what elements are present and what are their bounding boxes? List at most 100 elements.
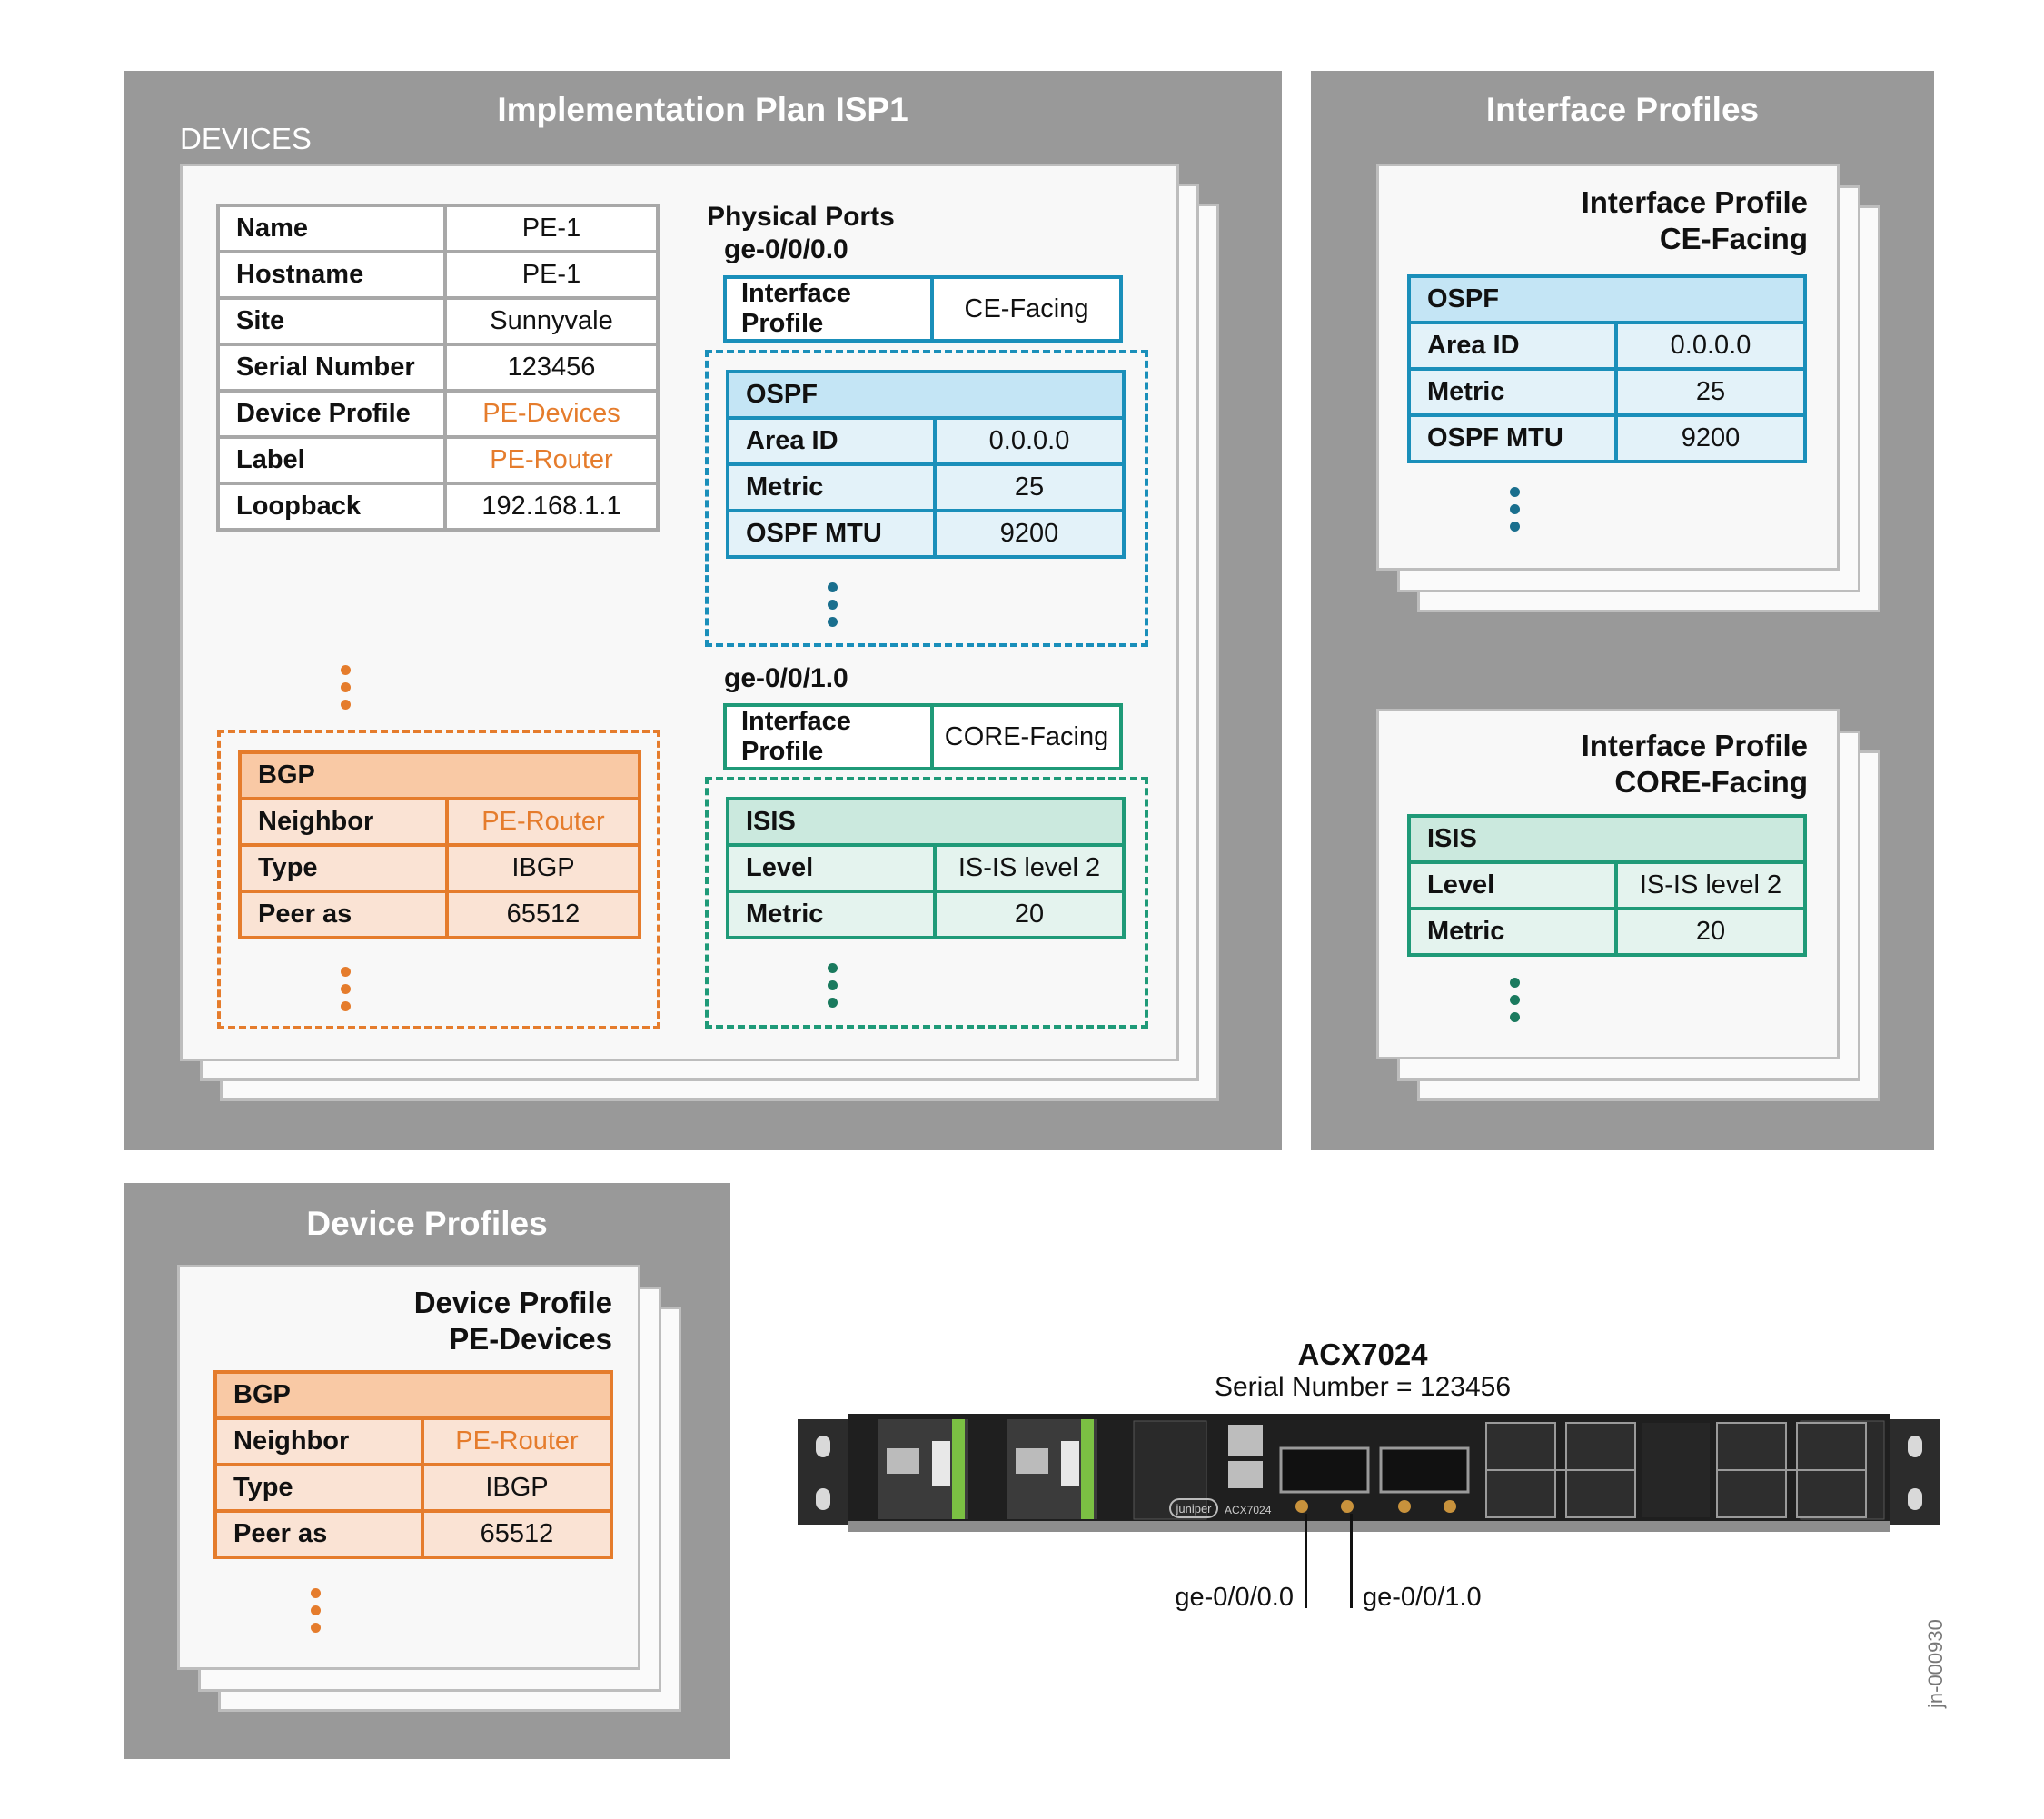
core-card-title-1: Interface Profile xyxy=(1581,729,1808,762)
port2-label: ge-0/0/1.0 xyxy=(1363,1583,1482,1612)
port1-label: ge-0/0/0.0 xyxy=(1175,1583,1294,1612)
ellipsis-icon xyxy=(341,967,352,1019)
port2-callout-line xyxy=(1350,1514,1353,1608)
ospf-value: 25 xyxy=(1614,367,1807,417)
isis-value: 20 xyxy=(1614,907,1807,957)
model-print: ACX7024 xyxy=(1225,1504,1272,1516)
ospf-value: 0.0.0.0 xyxy=(1614,321,1807,371)
isis-header: ISIS xyxy=(1407,814,1807,864)
port1-profile-value[interactable]: CE-Facing xyxy=(930,275,1123,343)
bgp-neighbor-link[interactable]: PE-Router xyxy=(445,797,641,847)
device-key: Hostname xyxy=(216,250,447,300)
device-key: Name xyxy=(216,204,447,253)
table-row: ISIS xyxy=(726,797,1126,847)
bgp-key: Type xyxy=(238,843,449,893)
port2-profile-value[interactable]: CORE-Facing xyxy=(930,703,1123,770)
device-value: PE-1 xyxy=(443,250,660,300)
bgp-value: IBGP xyxy=(421,1463,613,1513)
device-value: 192.168.1.1 xyxy=(443,482,660,532)
device-profile-link[interactable]: PE-Devices xyxy=(443,389,660,439)
physical-ports-label: Physical Ports xyxy=(707,202,895,232)
ospf-value: 9200 xyxy=(1614,413,1807,463)
ospf-key: OSPF MTU xyxy=(1407,413,1618,463)
ellipsis-icon xyxy=(341,665,352,717)
port2-name: ge-0/0/1.0 xyxy=(724,663,848,693)
bgp-key: Peer as xyxy=(213,1509,424,1559)
ospf-value: 9200 xyxy=(933,509,1126,559)
figure-id: jn-000930 xyxy=(1924,1619,1947,1708)
bgp-value: 65512 xyxy=(445,890,641,939)
ospf-value: 0.0.0.0 xyxy=(933,416,1126,466)
label-link[interactable]: PE-Router xyxy=(443,435,660,485)
device-key: Serial Number xyxy=(216,343,447,393)
bgp-key: Neighbor xyxy=(238,797,449,847)
ellipsis-icon xyxy=(828,582,838,634)
ospf-header: OSPF xyxy=(726,370,1126,420)
port1-callout-line xyxy=(1305,1514,1307,1608)
table-row: BGP xyxy=(238,750,641,800)
ospf-key: Metric xyxy=(726,462,937,512)
bgp-value: IBGP xyxy=(445,843,641,893)
interface-profiles-title: Interface Profiles xyxy=(1485,91,1760,128)
dp-card-title-2: PE-Devices xyxy=(449,1322,612,1356)
ellipsis-icon xyxy=(828,963,838,1015)
device-value: PE-1 xyxy=(443,204,660,253)
implementation-plan-title: Implementation Plan ISP1 xyxy=(497,91,908,128)
port2-profile-key: Interface Profile xyxy=(723,703,934,770)
isis-key: Metric xyxy=(726,890,937,939)
bgp-neighbor-link[interactable]: PE-Router xyxy=(421,1416,613,1466)
hardware-serial: Serial Number = 123456 xyxy=(1214,1372,1512,1402)
hardware-model: ACX7024 xyxy=(1297,1337,1428,1371)
ellipsis-icon xyxy=(1510,978,1521,1029)
device-value: Sunnyvale xyxy=(443,296,660,346)
ospf-value: 25 xyxy=(933,462,1126,512)
ospf-key: Metric xyxy=(1407,367,1618,417)
ce-card-title-1: Interface Profile xyxy=(1581,185,1808,219)
ospf-key: Area ID xyxy=(1407,321,1618,371)
isis-key: Metric xyxy=(1407,907,1618,957)
device-key: Label xyxy=(216,435,447,485)
table-row: BGP xyxy=(213,1370,613,1420)
ospf-key: OSPF MTU xyxy=(726,509,937,559)
bgp-value: 65512 xyxy=(421,1509,613,1559)
bgp-header: BGP xyxy=(238,750,641,800)
device-profiles-title: Device Profiles xyxy=(306,1205,548,1242)
isis-value: IS-IS level 2 xyxy=(933,843,1126,893)
isis-value: IS-IS level 2 xyxy=(1614,860,1807,910)
ce-card-title-2: CE-Facing xyxy=(1659,222,1808,255)
port1-name: ge-0/0/0.0 xyxy=(724,234,848,264)
ospf-dashed-group xyxy=(705,350,1148,647)
ellipsis-icon xyxy=(311,1588,322,1640)
dp-card-title-1: Device Profile xyxy=(413,1286,612,1319)
device-value: 123456 xyxy=(443,343,660,393)
ellipsis-icon xyxy=(1510,487,1521,539)
port1-profile-key: Interface Profile xyxy=(723,275,934,343)
router-chassis-image: juniper ACX7024 xyxy=(798,1414,1940,1532)
